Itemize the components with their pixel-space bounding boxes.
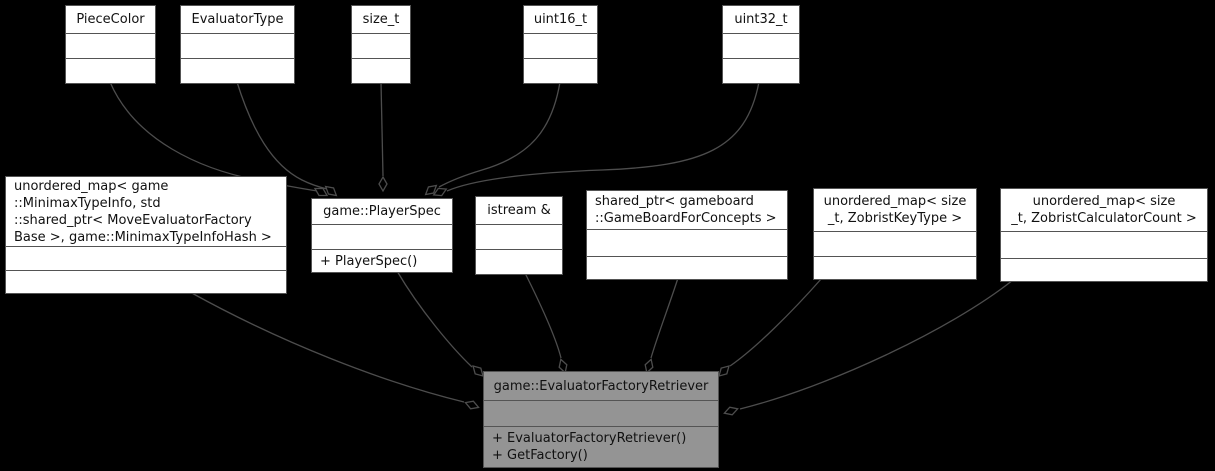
class-zobrist-calculator-map[interactable]: unordered_map< size _t, ZobristCalculato… — [1000, 188, 1208, 282]
class-istream[interactable]: istream & — [475, 196, 563, 275]
edge-playerspec-retriever — [396, 270, 473, 368]
class-evaluatortype-methods — [181, 58, 294, 83]
class-zobrist-calculator-map-methods — [1001, 258, 1207, 281]
class-uint16t-methods — [524, 58, 597, 83]
class-minimax-factory-map[interactable]: unordered_map< game ::MinimaxTypeInfo, s… — [5, 176, 287, 294]
edge-istream-retriever — [524, 272, 562, 359]
class-playerspec[interactable]: game::PlayerSpec + PlayerSpec() — [311, 198, 453, 273]
class-minimax-factory-map-title: unordered_map< game ::MinimaxTypeInfo, s… — [14, 178, 272, 245]
class-minimax-factory-map-methods — [6, 270, 286, 293]
class-piececolor-methods — [66, 58, 155, 83]
edge-piececolor-playerspec — [109, 81, 318, 192]
class-minimax-factory-map-attributes — [6, 246, 286, 270]
class-sizet-attributes — [352, 33, 410, 58]
class-piececolor[interactable]: PieceColor — [65, 5, 156, 84]
class-sizet-title: size_t — [362, 12, 400, 27]
class-istream-methods — [476, 249, 562, 274]
class-uint32t-attributes — [723, 33, 799, 58]
edge-minimaxmap-retriever — [189, 291, 465, 403]
class-uint16t[interactable]: uint16_t — [523, 5, 598, 84]
edge-evaluatortype-playerspec — [236, 81, 328, 190]
class-uint32t[interactable]: uint32_t — [722, 5, 800, 84]
class-istream-attributes — [476, 224, 562, 249]
aggregation-diamond-sizet — [378, 175, 388, 193]
class-gameboard-sharedptr[interactable]: shared_ptr< gameboard ::GameBoardForConc… — [586, 190, 788, 280]
aggregation-diamond-uint16t — [424, 184, 438, 196]
class-gameboard-sharedptr-title: shared_ptr< gameboard ::GameBoardForConc… — [595, 194, 777, 226]
aggregation-diamond-zobristcalcmap — [723, 406, 739, 416]
class-piececolor-attributes — [66, 33, 155, 58]
class-zobrist-calculator-map-title: unordered_map< size _t, ZobristCalculato… — [1011, 194, 1197, 226]
edge-zobristcalcmap-retriever — [739, 279, 1014, 410]
class-playerspec-title: game::PlayerSpec — [323, 204, 441, 219]
class-zobrist-key-map[interactable]: unordered_map< size _t, ZobristKeyType > — [813, 188, 977, 280]
class-uint32t-methods — [723, 58, 799, 83]
aggregation-diamond-evaluatortype — [324, 185, 338, 197]
edge-uint16t-playerspec — [438, 81, 561, 188]
class-evaluatortype-title: EvaluatorType — [191, 12, 284, 27]
class-zobrist-calculator-map-attributes — [1001, 231, 1207, 258]
class-playerspec-attributes — [312, 224, 452, 249]
class-uint32t-title: uint32_t — [734, 12, 788, 27]
class-zobrist-key-map-methods — [814, 256, 976, 279]
class-zobrist-key-map-title: unordered_map< size _t, ZobristKeyType > — [823, 194, 967, 226]
aggregation-diamond-piececolor — [313, 187, 329, 197]
edge-sizet-playerspec — [380, 81, 384, 177]
class-uint16t-title: uint16_t — [533, 12, 588, 27]
class-sizet[interactable]: size_t — [351, 5, 411, 84]
aggregation-diamond-minimaxmap — [464, 400, 480, 410]
class-gameboard-sharedptr-methods — [587, 256, 787, 279]
class-uint16t-attributes — [524, 33, 597, 58]
class-evaluatortype-attributes — [181, 33, 294, 58]
class-piececolor-title: PieceColor — [76, 12, 145, 27]
class-istream-title: istream & — [487, 203, 551, 218]
edge-zobristkeymap-retriever — [729, 277, 823, 367]
class-zobrist-key-map-attributes — [814, 231, 976, 256]
edge-gameboardptr-retriever — [650, 277, 679, 359]
class-playerspec-methods: + PlayerSpec() — [312, 249, 452, 272]
class-evaluatortype[interactable]: EvaluatorType — [180, 5, 295, 84]
class-evaluatorfactoryretriever-methods: + EvaluatorFactoryRetriever() + GetFacto… — [484, 426, 718, 467]
class-evaluatorfactoryretriever[interactable]: game::EvaluatorFactoryRetriever + Evalua… — [483, 371, 719, 468]
class-gameboard-sharedptr-attributes — [587, 229, 787, 256]
aggregation-diamond-uint32t — [432, 187, 448, 197]
edge-uint32t-playerspec — [446, 81, 760, 192]
class-evaluatorfactoryretriever-title: game::EvaluatorFactoryRetriever — [493, 378, 709, 394]
class-evaluatorfactoryretriever-attributes — [484, 400, 718, 426]
class-sizet-methods — [352, 58, 410, 83]
